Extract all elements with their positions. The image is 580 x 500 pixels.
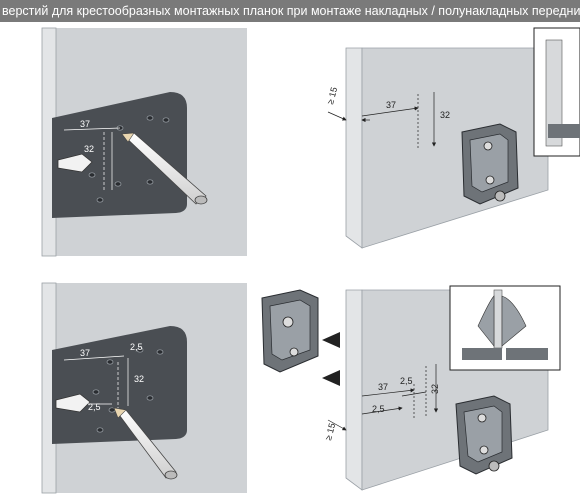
dim-32-label: 32	[84, 144, 94, 154]
dim-32-label: 32	[430, 384, 440, 394]
pencil-icon	[113, 407, 178, 480]
inset-plate-right	[506, 348, 548, 360]
dim-lines	[327, 364, 439, 431]
panel-top-right: ≥ 15 37 32	[325, 27, 580, 249]
pencil-icon	[121, 132, 208, 205]
dim-37-label: 37	[386, 100, 396, 110]
dim-15-label: ≥ 15	[323, 422, 337, 441]
dim-25-top-label: 2,5	[130, 342, 143, 352]
cabinet-front-edge	[345, 47, 363, 249]
inset-hinge-right	[501, 295, 527, 347]
inset-plate-left	[462, 348, 502, 360]
mounting-plate-icon	[455, 395, 513, 475]
header-banner: верстий для крестообразных монтажных пла…	[0, 0, 580, 22]
panel-bottom-right: 37 2,5 32 2,5 ≥ 15	[261, 285, 561, 491]
template-notch	[55, 393, 91, 413]
dim-15-label: ≥ 15	[325, 86, 339, 105]
dim-32-label: 32	[134, 374, 144, 384]
dim-32-label: 32	[440, 110, 450, 120]
drilling-template-plate	[52, 92, 187, 218]
dim-37-label: 37	[80, 348, 90, 358]
dim-37-line	[361, 92, 437, 150]
template-holes	[88, 115, 170, 203]
cabinet-side-panel	[361, 47, 549, 249]
panel-bottom-left: 37 2,5 32 2,5	[41, 282, 247, 494]
panel-top-left: 37 32	[41, 27, 247, 257]
inset-hinge-left	[477, 295, 495, 347]
drilling-template-plate	[52, 326, 187, 444]
dimension-lines	[63, 355, 129, 412]
dim-37-label: 37	[378, 382, 388, 392]
template-notch	[57, 153, 93, 173]
dim-25-top-label: 2,5	[400, 376, 413, 386]
inset-hinge-detail	[545, 39, 563, 147]
cabinet-front-edge	[345, 289, 363, 491]
mounting-plate-loose-icon	[261, 289, 319, 373]
inset-plate-detail	[548, 124, 580, 138]
template-holes	[92, 347, 164, 433]
inset-panel-detail	[493, 289, 503, 349]
mounting-plate-icon	[461, 123, 519, 205]
dim-25-left-label: 2,5	[88, 402, 101, 412]
dim-15-line	[327, 111, 370, 123]
dim-37-label: 37	[80, 119, 90, 129]
dimension-lines	[63, 127, 121, 190]
dim-25-left-label: 2,5	[372, 404, 385, 414]
